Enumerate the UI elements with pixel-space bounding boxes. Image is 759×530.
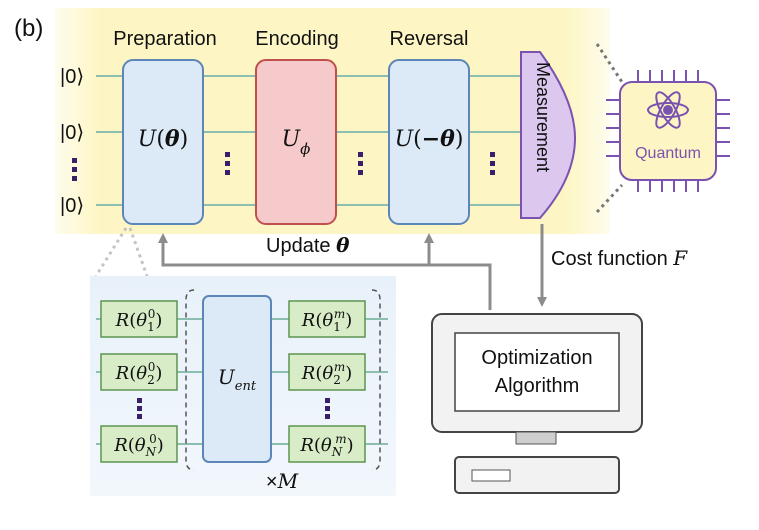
stage-preparation-label: Preparation xyxy=(113,28,216,50)
rotation-gate-right-1: R(θ1m) xyxy=(288,300,366,338)
quantum-chip-icon: Quantum xyxy=(606,70,730,192)
atom-icon xyxy=(647,91,689,129)
inset-ellipsis-right xyxy=(325,398,330,419)
measurement-label: Measurement xyxy=(533,62,553,172)
inset-ellipsis-left xyxy=(137,398,142,419)
screen-text-line-2: Algorithm xyxy=(495,375,579,397)
wire-ellipsis-1 xyxy=(225,152,230,175)
screen-text-line-1: Optimization xyxy=(481,347,592,369)
preparation-gate-label: U(θ) xyxy=(138,126,188,152)
chip-label: Quantum xyxy=(635,145,701,162)
update-label: Update θ xyxy=(266,233,350,257)
rotation-gate-right-2: R(θ2m) xyxy=(288,353,366,391)
measurement-block xyxy=(520,51,577,219)
panel-label: (b) xyxy=(14,15,43,42)
entangler-label: Uent xyxy=(218,365,257,394)
wire-ellipsis-3 xyxy=(490,152,495,175)
repeat-bracket-right xyxy=(371,289,381,471)
qubit-input-2: |0⟩ xyxy=(60,122,84,144)
qubit-input-3: |0⟩ xyxy=(60,195,84,217)
rotation-gate-left-1: R(θ10) xyxy=(100,300,178,338)
svg-text:R(θ2m): R(θ2m) xyxy=(301,360,353,387)
svg-text:R(θ1m): R(θ1m) xyxy=(301,307,353,334)
svg-text:R(θN0): R(θN0) xyxy=(113,432,164,459)
repeat-bracket-left xyxy=(185,289,195,471)
cost-function-label: Cost function F xyxy=(551,246,688,270)
encoding-gate xyxy=(255,59,337,225)
qubit-input-1: |0⟩ xyxy=(60,66,84,88)
input-ellipsis xyxy=(72,158,77,181)
stage-reversal-label: Reversal xyxy=(390,28,469,50)
stage-encoding-label: Encoding xyxy=(255,28,338,50)
rotation-gate-left-n: R(θN0) xyxy=(100,425,178,463)
svg-text:R(θ10): R(θ10) xyxy=(115,307,163,334)
entangler-gate xyxy=(202,295,272,463)
encoding-gate-label: Uϕ xyxy=(282,127,311,158)
update-feedback-arrows xyxy=(158,233,492,310)
repeat-label: ×M xyxy=(266,469,299,493)
svg-text:R(θ20): R(θ20) xyxy=(115,360,163,387)
rotation-gate-right-n: R(θNm) xyxy=(288,425,366,463)
rotation-gate-left-2: R(θ20) xyxy=(100,353,178,391)
reversal-gate xyxy=(388,59,470,225)
reversal-gate-label: U(−θ) xyxy=(395,126,464,152)
inset-callout xyxy=(94,227,149,277)
computer-icon xyxy=(431,313,643,494)
wire-ellipsis-2 xyxy=(358,152,363,175)
svg-text:R(θNm): R(θNm) xyxy=(299,432,353,459)
chip-callout xyxy=(595,43,624,214)
preparation-gate xyxy=(122,59,204,225)
